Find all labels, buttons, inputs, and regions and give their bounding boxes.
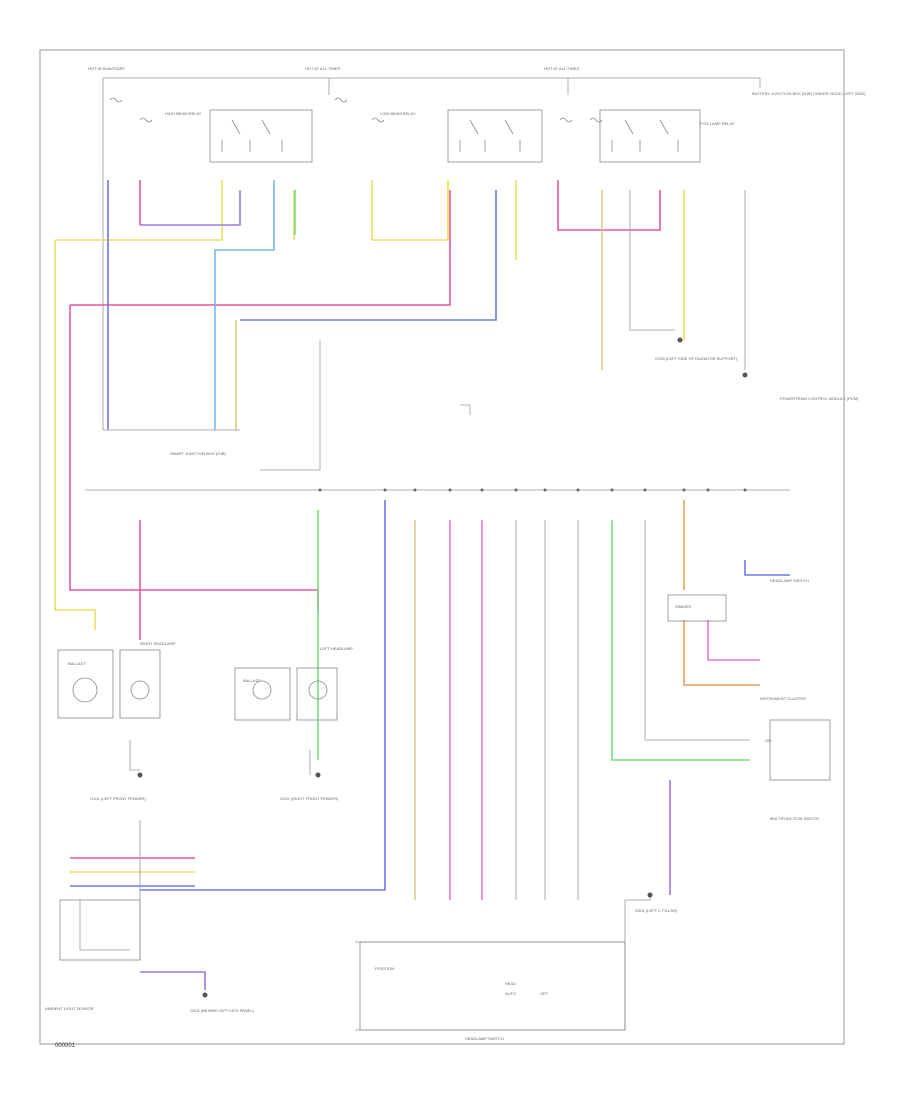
- wire-pink-2: [70, 190, 451, 306]
- ballast-right-box: [57, 649, 114, 719]
- wire-orange-2: [683, 620, 760, 686]
- label-right-headlamp: RIGHT HEADLAMP: [140, 641, 176, 646]
- ground-icon: [315, 772, 321, 778]
- wire-gray-4: [644, 520, 750, 741]
- wire-yellow-3: [371, 180, 449, 241]
- label-pcm: POWERTRAIN CONTROL MODULE (PCM): [780, 396, 859, 401]
- wire-violet-4: [707, 620, 760, 661]
- fuse-symbol: [109, 97, 123, 103]
- fuse-symbol: [559, 117, 573, 123]
- switch-labels: POSITION AUTO OFF ON HEAD: [375, 738, 771, 996]
- ground-icon: [742, 372, 748, 378]
- switch-head-label: HEAD: [505, 981, 516, 986]
- ground-icon: [202, 992, 208, 998]
- label-headlamp-switch: HEADLAMP SWITCH: [770, 578, 809, 583]
- label-dimmer: DIMMER: [675, 604, 691, 609]
- wire-violet-6: [140, 971, 206, 990]
- fuse-symbol: [371, 117, 385, 123]
- bulb-icon: [72, 677, 98, 703]
- wire-blue-3: [140, 500, 386, 891]
- wire-pink-4: [557, 180, 661, 231]
- switch-off-label: OFF: [540, 991, 549, 996]
- ballast-left-box: [234, 667, 291, 721]
- fuse-symbol: [334, 97, 348, 103]
- module-labels: SMART JUNCTION BOX (SJB) RIGHT HEADLAMP …: [45, 396, 859, 1041]
- top-bus: [102, 77, 761, 430]
- fuse-symbol: [139, 117, 153, 123]
- bulb-icon: [252, 680, 272, 700]
- ground-icon: [647, 892, 653, 898]
- label-ballast-1: BALLAST: [68, 661, 86, 666]
- headlamp-right-box: [119, 649, 161, 719]
- wire-yellow-1: [55, 180, 223, 241]
- label-instrument-cluster: INSTRUMENT CLUSTER: [760, 696, 806, 701]
- multifunction-switch-box: [769, 719, 831, 781]
- modules: [57, 594, 831, 1031]
- wire-blue-2: [240, 190, 497, 321]
- switch-position-label: POSITION: [375, 966, 394, 971]
- label-left-headlamp: LEFT HEADLAMP: [320, 646, 353, 651]
- relay-label-3: FOG LAMP RELAY: [700, 121, 735, 126]
- label-sjb: SMART JUNCTION BOX (SJB): [170, 451, 227, 456]
- switch-on-label: ON: [765, 738, 771, 743]
- label-multifunction: MULTIFUNCTION SWITCH: [770, 816, 819, 821]
- ambient-sensor-box: [59, 899, 141, 961]
- ground-symbols: [137, 337, 748, 998]
- relay-label-1: HIGH BEAM RELAY: [165, 111, 202, 116]
- switch-auto-label: AUTO: [505, 991, 516, 996]
- page-footer-code: 000001: [55, 1043, 76, 1049]
- dimmer-box: [667, 594, 727, 622]
- relay-label-2: LOW BEAM RELAY: [380, 111, 416, 116]
- fuse-labels: HOT IN RUN/START HOT AT ALL TIMES HOT AT…: [88, 66, 866, 96]
- diagram-border: [39, 49, 845, 1045]
- wire-blue-4: [744, 560, 790, 576]
- relay-box: [599, 109, 701, 163]
- wires: [54, 180, 790, 990]
- fuse-label-1: HOT IN RUN/START: [88, 66, 126, 71]
- wire-violet-1: [140, 190, 241, 226]
- wire-green-2: [611, 520, 750, 761]
- ground-icon: [137, 772, 143, 778]
- label-ballast-2: BALLAST: [243, 678, 261, 683]
- bulb-icon: [130, 680, 150, 700]
- headlamp-left-box: [296, 667, 338, 721]
- ground-label-3: G103 (LEFT SIDE OF RADIATOR SUPPORT): [655, 356, 738, 361]
- wire-light-blue-1: [214, 180, 275, 430]
- headlamp-switch-panel: [359, 941, 626, 1031]
- fuse-box-note: BATTERY JUNCTION BOX (BJB) (UNDER HOOD, …: [752, 91, 866, 96]
- wire-yellow-2: [54, 240, 96, 630]
- fuses: [109, 97, 603, 123]
- bulb-icon: [308, 680, 328, 700]
- relay-box: [209, 109, 313, 163]
- ground-label-2: G102 (RIGHT FRONT FENDER): [280, 796, 339, 801]
- fuse-label-3: HOT AT ALL TIMES: [544, 66, 579, 71]
- terminal-dots: [318, 488, 747, 492]
- ground-icon: [677, 337, 683, 343]
- relay-box: [447, 109, 543, 163]
- ground-label-4: G201 (BEHIND LEFT KICK PANEL): [190, 1008, 255, 1013]
- label-ambient-sensor: AMBIENT LIGHT SENSOR: [45, 1006, 94, 1011]
- fuse-label-2: HOT AT ALL TIMES: [305, 66, 340, 71]
- relays: [209, 109, 701, 163]
- label-headlamp-switch-panel: HEADLAMP SWITCH: [465, 1036, 504, 1041]
- ground-label-5: G301 (LEFT C PILLAR): [635, 908, 678, 913]
- ground-label-1: G101 (LEFT FRONT FENDER): [90, 796, 146, 801]
- ground-labels: G101 (LEFT FRONT FENDER) G102 (RIGHT FRO…: [90, 356, 738, 1013]
